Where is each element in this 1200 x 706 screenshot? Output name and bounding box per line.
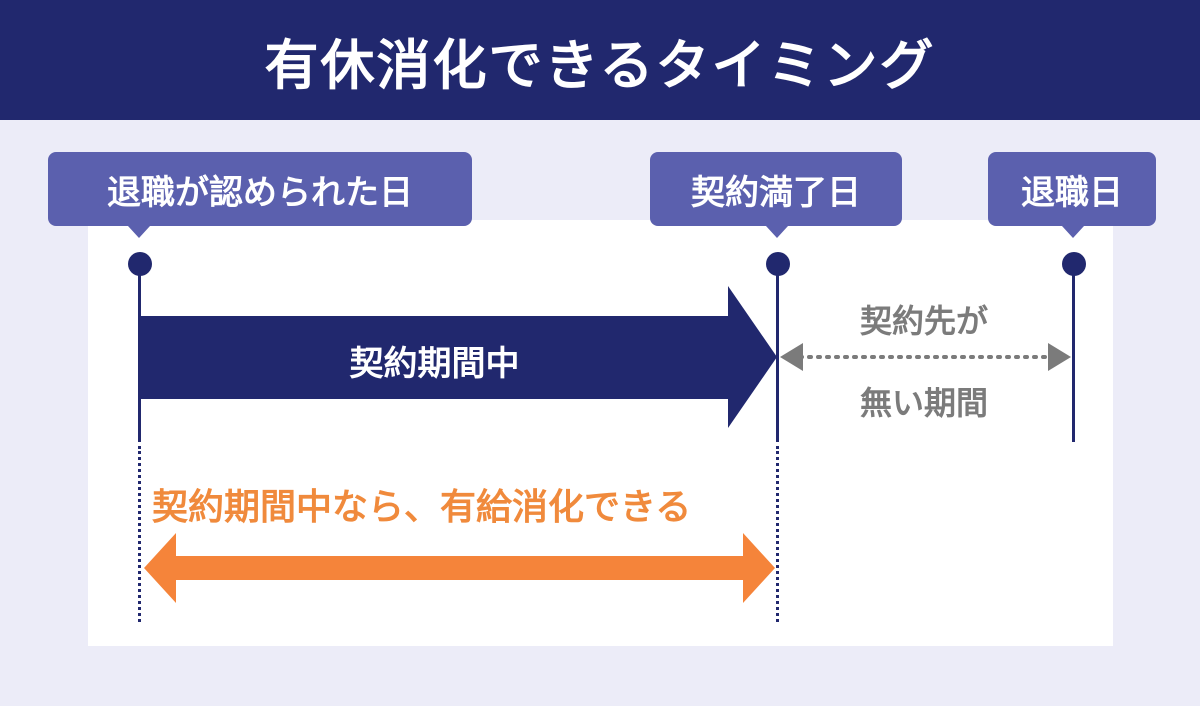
timeline-line-contract-end xyxy=(776,270,779,442)
paid-leave-note: 契約期間中なら、有給消化できる xyxy=(152,487,692,528)
title-bar: 有休消化できるタイミング xyxy=(0,0,1200,120)
paid-leave-double-arrow xyxy=(144,533,775,603)
no-contract-label-line2: 無い期間 xyxy=(859,384,988,422)
label-resignation-day-text: 退職日 xyxy=(1021,172,1123,213)
label-resignation-approved-text: 退職が認められた日 xyxy=(107,172,413,213)
no-contract-label-line1: 契約先が xyxy=(859,302,988,340)
label-contract-end-pointer xyxy=(766,226,788,238)
label-resignation-approved: 退職が認められた日 xyxy=(48,152,472,226)
no-contract-arrowhead-right xyxy=(1048,343,1071,371)
contract-period-label: 契約期間中 xyxy=(349,344,520,384)
timeline-line-resignation-approved xyxy=(138,270,141,442)
label-contract-end-text: 契約満了日 xyxy=(691,172,861,213)
label-resignation-approved-pointer xyxy=(128,226,150,238)
timeline-line-resignation-day xyxy=(1072,270,1075,442)
dotted-line-right xyxy=(776,446,779,622)
dotted-line-left xyxy=(138,446,141,622)
label-resignation-day: 退職日 xyxy=(988,152,1156,226)
label-contract-end: 契約満了日 xyxy=(650,152,902,226)
page-title: 有休消化できるタイミング xyxy=(264,33,936,97)
label-resignation-day-pointer xyxy=(1062,226,1084,238)
contract-period-arrow xyxy=(141,286,777,428)
no-contract-arrowhead-left xyxy=(780,343,803,371)
